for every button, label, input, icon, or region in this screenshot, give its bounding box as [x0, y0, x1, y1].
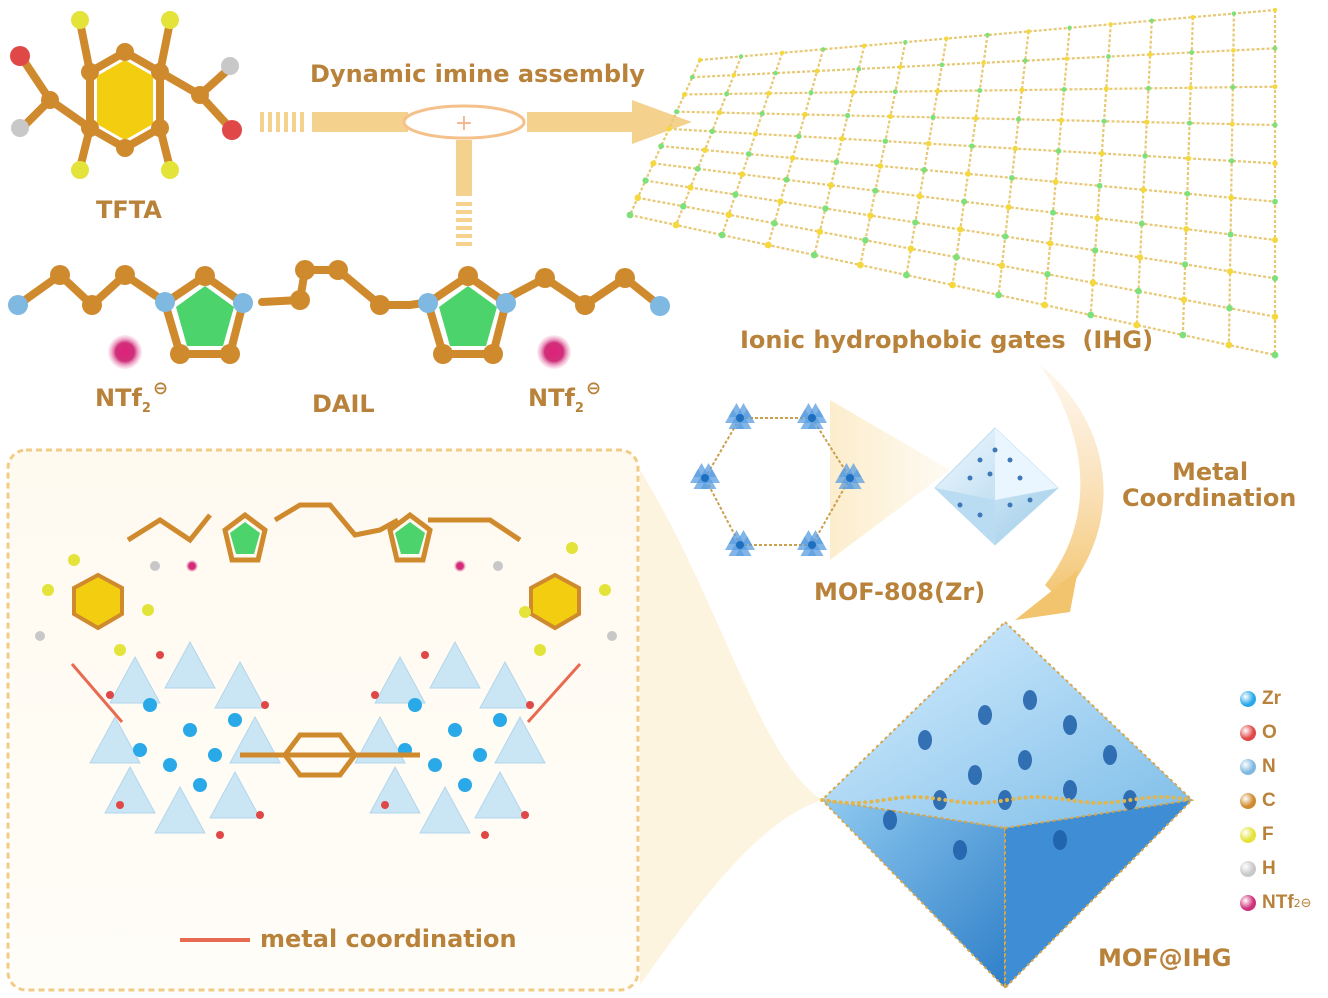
imidazolium-ring-left — [176, 286, 234, 346]
zr-cluster-icon — [354, 640, 546, 839]
plus-junction — [402, 104, 526, 140]
mof-ihg-octahedron — [819, 620, 1195, 991]
zr-cluster-icon — [725, 402, 755, 430]
assembly-arrow-label: Dynamic imine assembly — [310, 60, 645, 88]
legend-label: O — [1262, 722, 1277, 743]
dail-label: DAIL — [312, 390, 375, 418]
zr-cluster-icon — [835, 462, 865, 490]
legend-label: N — [1262, 756, 1276, 777]
ihg-network — [628, 8, 1277, 357]
benzene-ring — [97, 60, 153, 140]
mof-ihg-label: MOF@IHG — [1098, 944, 1232, 972]
legend-swatch — [1240, 861, 1256, 877]
anion-charge-icon: ⊖ — [152, 378, 169, 399]
coordination-line-left — [70, 663, 124, 723]
legend-item: Zr — [1240, 682, 1324, 716]
tfta-label: TFTA — [96, 196, 162, 224]
metal-coordination-label-line1: Metal — [1172, 458, 1249, 486]
legend-swatch — [1240, 725, 1256, 741]
legend-item: O — [1240, 716, 1324, 750]
arrow-head-icon — [632, 100, 692, 144]
legend-swatch — [1240, 691, 1256, 707]
ntf2-anion-right — [537, 335, 571, 369]
legend-label: H — [1262, 858, 1276, 879]
metal-coordination-label-line2: Coordination — [1122, 484, 1297, 512]
anion-charge-icon: ⊖ — [1300, 895, 1312, 911]
mof808-octahedron — [934, 427, 1059, 546]
legend-item: C — [1240, 784, 1324, 818]
dail-atoms — [8, 260, 670, 364]
metal-coordination-arrow — [1015, 365, 1104, 620]
dail-molecule — [8, 260, 670, 369]
legend-item: N — [1240, 750, 1324, 784]
legend-swatch — [1240, 793, 1256, 809]
legend-label: C — [1262, 790, 1276, 811]
legend-swatch — [1240, 827, 1256, 843]
legend-item: H — [1240, 852, 1324, 886]
tfta-molecule — [10, 11, 242, 179]
arrow-shaft-left — [312, 112, 408, 132]
ntf2-anion-left — [108, 335, 142, 369]
arrow-shaft-right — [527, 112, 637, 132]
assembly-arrow: + — [260, 100, 692, 246]
legend-item: F — [1240, 818, 1324, 852]
zr-cluster-icon — [690, 462, 720, 490]
coordination-line-right — [526, 662, 582, 724]
inset-panel — [6, 448, 822, 992]
zr-cluster-icon — [797, 402, 827, 430]
legend-swatch — [1240, 759, 1256, 775]
zr-cluster-icon — [89, 640, 281, 839]
inset-key-label: metal coordination — [260, 925, 517, 953]
legend-label: F — [1262, 824, 1274, 845]
ntf2-label-left: NTf2⊖ — [95, 378, 169, 416]
mof808-label: MOF-808(Zr) — [814, 578, 986, 606]
imidazolium-ring-right — [439, 286, 497, 346]
zr-cluster-icon — [797, 529, 827, 557]
zr-cluster-icon — [725, 529, 755, 557]
mof808-cluster-ring — [690, 400, 950, 560]
arrow-vertical-stem — [456, 140, 472, 196]
ntf2-label-right: NTf2⊖ — [528, 378, 602, 416]
tfta-atoms — [10, 11, 242, 179]
dashed-arrow-stem — [456, 202, 472, 246]
ihg-label: Ionic hydrophobic gates (IHG) — [740, 326, 1154, 354]
curved-arrow-head-icon — [1015, 570, 1078, 620]
legend-label: NTf — [1262, 892, 1294, 913]
anion-charge-icon: ⊖ — [585, 378, 602, 399]
plus-icon: + — [455, 111, 473, 136]
legend-label: Zr — [1262, 688, 1281, 709]
legend-swatch — [1240, 895, 1256, 911]
dashed-arrow-tail — [260, 112, 304, 132]
ihg-network-nodes — [626, 7, 1279, 359]
